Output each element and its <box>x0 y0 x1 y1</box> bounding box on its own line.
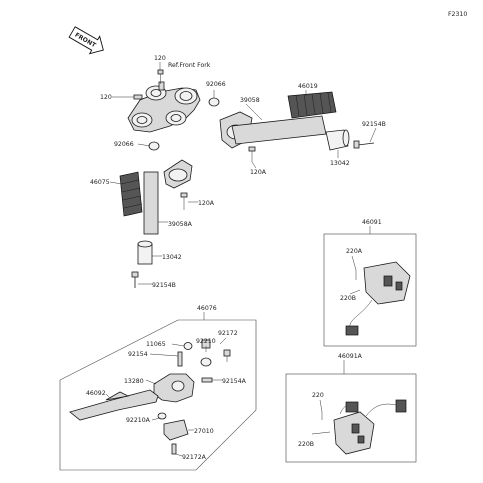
rh-switch-housing <box>345 261 411 336</box>
label-46075: 46075 <box>90 179 110 186</box>
label-13280: 13280 <box>124 378 144 385</box>
label-46076: 46076 <box>197 305 217 312</box>
lh-switch-box <box>285 373 417 463</box>
spacer-92066-right <box>208 97 220 107</box>
label-92154b-left: 92154B <box>152 282 176 289</box>
spacer-92066-left <box>148 141 160 151</box>
label-220a: 220A <box>346 248 363 255</box>
label-92154b-right: 92154B <box>362 121 386 128</box>
left-grip <box>119 171 143 217</box>
brake-lever-assembly <box>69 339 231 455</box>
right-grip <box>287 91 337 119</box>
label-120-top: 120 <box>154 55 166 62</box>
label-13042-left: 13042 <box>162 254 182 261</box>
label-46019: 46019 <box>298 83 318 90</box>
bolt-120a-left <box>180 192 188 210</box>
label-92172: 92172 <box>218 330 238 337</box>
rh-switch-box <box>323 233 417 347</box>
label-92154a: 92154A <box>222 378 247 385</box>
label-13042-right: 13042 <box>330 160 350 167</box>
label-46091: 46091 <box>362 219 382 226</box>
brake-lever-box <box>59 319 257 471</box>
label-92066-left: 92066 <box>114 141 134 148</box>
upper-bracket-group <box>127 81 201 133</box>
label-ref-front-fork: Ref.Front Fork <box>168 62 211 69</box>
label-46091a: 46091A <box>338 353 363 360</box>
right-bar-end-bolt <box>353 140 375 149</box>
label-46092: 46092 <box>86 390 106 397</box>
right-bar-end-weight <box>325 129 350 151</box>
label-92066-top: 92066 <box>206 81 226 88</box>
label-92154: 92154 <box>128 351 148 358</box>
bolt-120-top <box>157 69 164 84</box>
label-92210a: 92210A <box>126 417 151 424</box>
page-code: F2310 <box>448 11 467 18</box>
label-39058: 39058 <box>240 97 260 104</box>
label-120a-right: 120A <box>250 169 267 176</box>
left-handlebar-clamp <box>163 159 193 189</box>
label-220: 220 <box>312 392 324 399</box>
bolt-120a-right <box>248 146 256 162</box>
label-92172a: 92172A <box>182 454 207 461</box>
front-arrow-icon: FRONT <box>68 26 104 55</box>
left-bar-end-weight <box>137 240 153 265</box>
label-92210: 92210 <box>196 338 216 345</box>
label-220b-rh: 220B <box>340 295 356 302</box>
label-220b-lh: 220B <box>298 441 314 448</box>
left-bar-end-bolt <box>131 271 139 288</box>
left-handlebar-tube <box>143 171 159 235</box>
label-120-left: 120 <box>100 94 112 101</box>
lh-switch-housing <box>333 399 407 455</box>
label-27010: 27010 <box>194 428 214 435</box>
label-11065: 11065 <box>146 341 166 348</box>
label-120a-left: 120A <box>198 200 215 207</box>
label-39058a: 39058A <box>168 221 193 228</box>
right-handlebar-tube <box>231 115 327 145</box>
